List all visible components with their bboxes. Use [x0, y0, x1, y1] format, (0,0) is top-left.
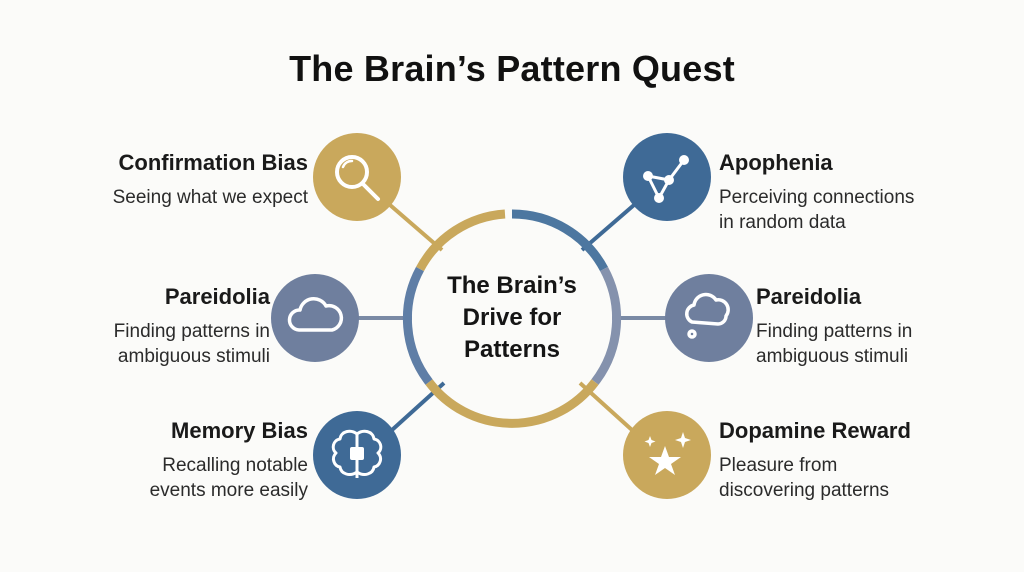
node-title: Pareidolia: [756, 284, 862, 309]
node-description: Recalling notable events more easily: [68, 453, 308, 503]
node-title: Apophenia: [719, 150, 833, 175]
node-pareidolia-right: [665, 274, 753, 362]
node-description-line: ambiguous stimuli: [756, 346, 909, 367]
node-description-line: Recalling notable: [162, 455, 308, 476]
thought-cloud-icon: [685, 292, 730, 339]
connected-dots-icon: [643, 155, 689, 203]
center-ring: [402, 209, 622, 428]
node-apophenia: [623, 133, 711, 221]
page-title: The Brain’s Pattern Quest: [289, 48, 735, 89]
node-description-line: events more easily: [149, 480, 308, 501]
node-dopamine-reward: [623, 411, 711, 499]
node-memory-bias: [313, 411, 401, 499]
center-label-line2: Drive for: [462, 304, 562, 331]
center-label-line1: The Brain’s: [447, 272, 577, 299]
node-description-line: Perceiving connections: [719, 187, 915, 208]
label-confirmation-bias: Confirmation Bias Seeing what we expect: [68, 150, 308, 210]
node-description: Finding patterns in ambiguous stimuli: [756, 319, 996, 369]
node-title: Pareidolia: [164, 284, 270, 309]
magnifier-icon: [335, 155, 380, 201]
center-label-line3: Patterns: [463, 336, 561, 363]
connector-apophenia: [580, 203, 636, 252]
cloud-icon: [287, 297, 344, 332]
label-pareidolia-right: Pareidolia Finding patterns in ambiguous…: [756, 284, 996, 369]
brain-icon: [331, 429, 383, 478]
node-description-line: Finding patterns in: [113, 321, 270, 342]
node-description-line: ambiguous stimuli: [117, 346, 270, 367]
node-description-line: discovering patterns: [719, 480, 890, 501]
node-description: Pleasure from discovering patterns: [719, 453, 979, 503]
node-title: Memory Bias: [171, 418, 308, 443]
label-dopamine-reward: Dopamine Reward Pleasure from discoverin…: [719, 418, 979, 503]
node-description: Perceiving connections in random data: [719, 185, 979, 235]
label-memory-bias: Memory Bias Recalling notable events mor…: [68, 418, 308, 503]
node-description-line: in random data: [719, 212, 846, 233]
node-title: Confirmation Bias: [118, 150, 308, 175]
node-title: Dopamine Reward: [719, 418, 911, 443]
label-pareidolia-left: Pareidolia Finding patterns in ambiguous…: [30, 284, 270, 369]
node-description-line: Pleasure from: [719, 455, 838, 476]
node-description: Seeing what we expect: [112, 187, 308, 208]
connector-confirmation: [388, 203, 444, 252]
label-apophenia: Apophenia Perceiving connections in rand…: [719, 150, 979, 235]
node-pareidolia-left: [271, 274, 359, 362]
node-description-line: Finding patterns in: [756, 321, 913, 342]
node-description: Finding patterns in ambiguous stimuli: [30, 319, 270, 369]
node-confirmation-bias: [313, 133, 401, 221]
sparkle-stars-icon: [644, 432, 691, 475]
center-label: The Brain’s Drive for Patterns: [432, 270, 592, 366]
